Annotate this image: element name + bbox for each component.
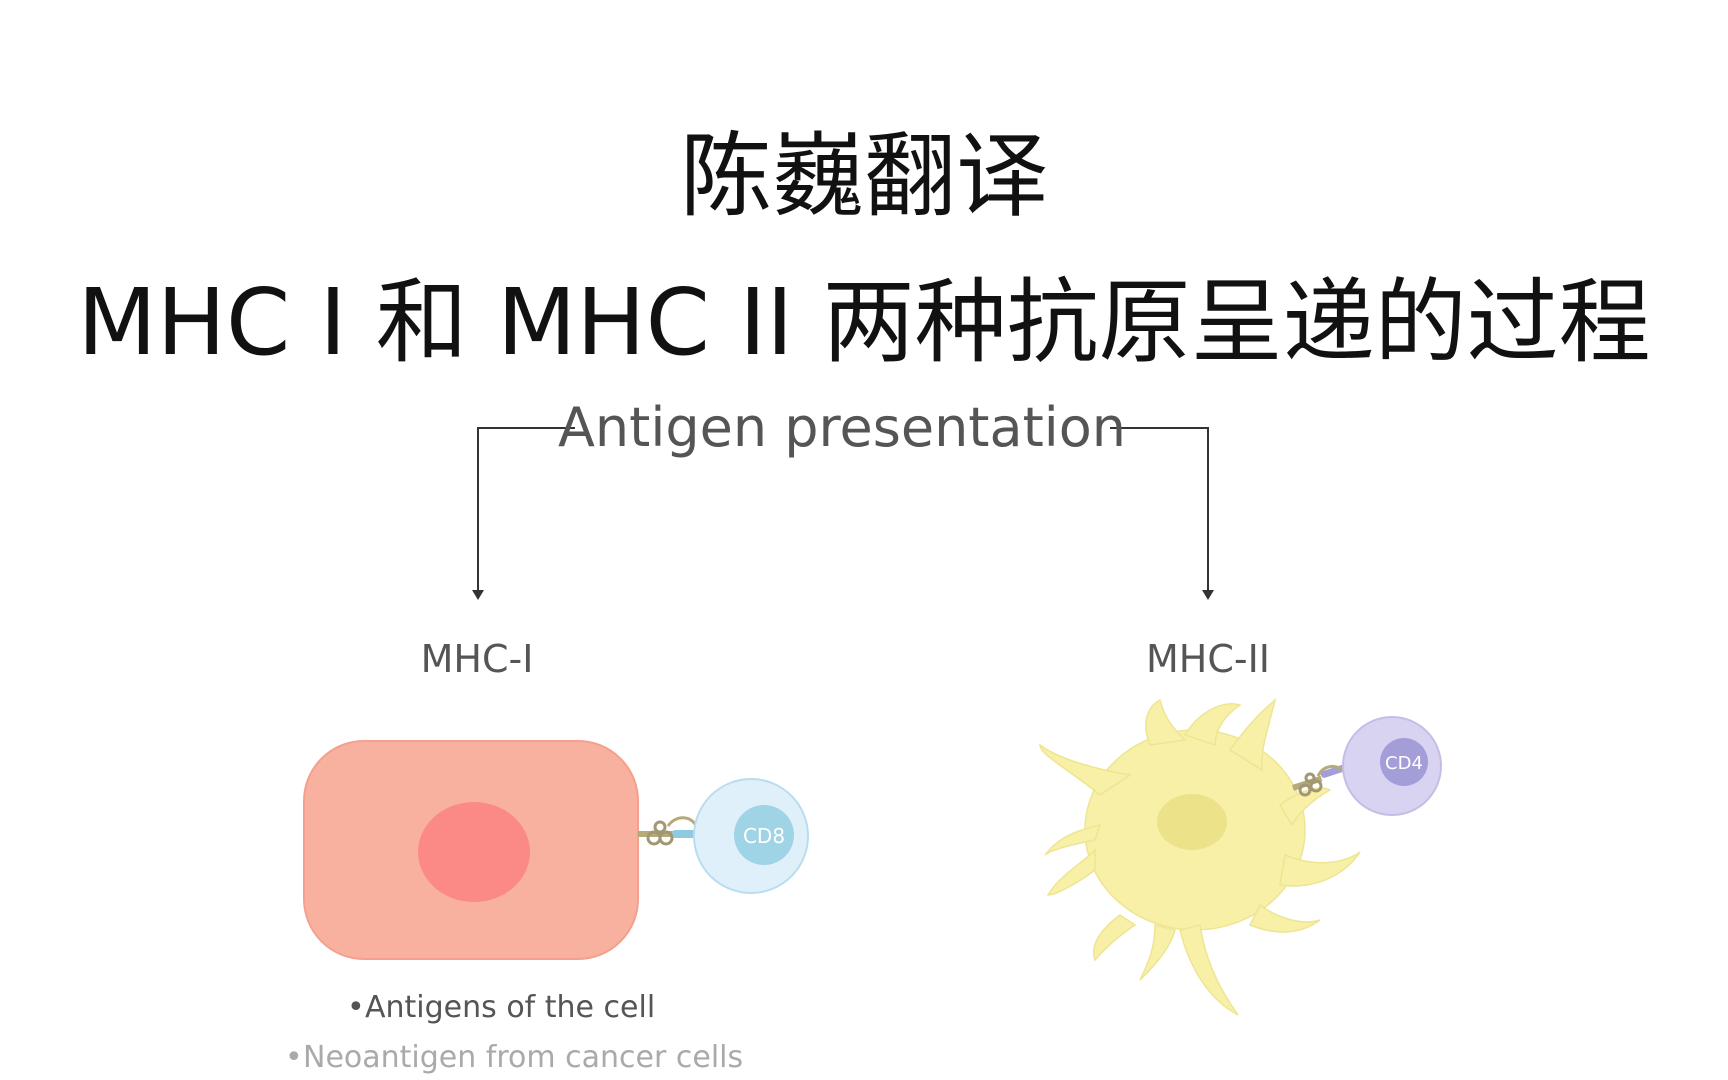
mhc-ii-tcr-complex <box>1291 764 1347 797</box>
mhc-i-bullet-list: • Antigens of the cell • Neoantigen from… <box>285 990 743 1075</box>
mhc-i-tcr-complex <box>638 816 700 846</box>
somatic-cell-nucleus <box>418 802 530 902</box>
right-branch-line <box>1110 427 1209 592</box>
left-arrowhead <box>472 590 484 600</box>
dendritic-cell-nucleus <box>1157 794 1227 850</box>
cd4-t-cell-nucleus <box>1380 738 1428 786</box>
dendritic-cell <box>1039 697 1361 1016</box>
right-arrowhead <box>1202 590 1214 600</box>
bullet-dot-1: • <box>347 990 365 1025</box>
mhc-ii-label: MHC-II <box>1146 637 1270 681</box>
cd8-t-cell-nucleus <box>734 805 794 865</box>
bullet-antigens-of-cell: Antigens of the cell <box>365 990 655 1025</box>
title-line-1: 陈巍翻译 <box>679 123 1048 230</box>
bullet-dot-2: • <box>285 1040 303 1075</box>
bullet-neoantigen: Neoantigen from cancer cells <box>303 1040 743 1075</box>
left-branch-line <box>477 427 575 592</box>
connector-lines <box>477 427 1209 592</box>
cd4-label: CD4 <box>1385 753 1423 774</box>
root-label: Antigen presentation <box>558 396 1126 459</box>
cd8-label: CD8 <box>743 824 785 848</box>
mhc-i-label: MHC-I <box>421 637 534 681</box>
title-line-2: MHC I 和 MHC II 两种抗原呈递的过程 <box>77 269 1651 376</box>
